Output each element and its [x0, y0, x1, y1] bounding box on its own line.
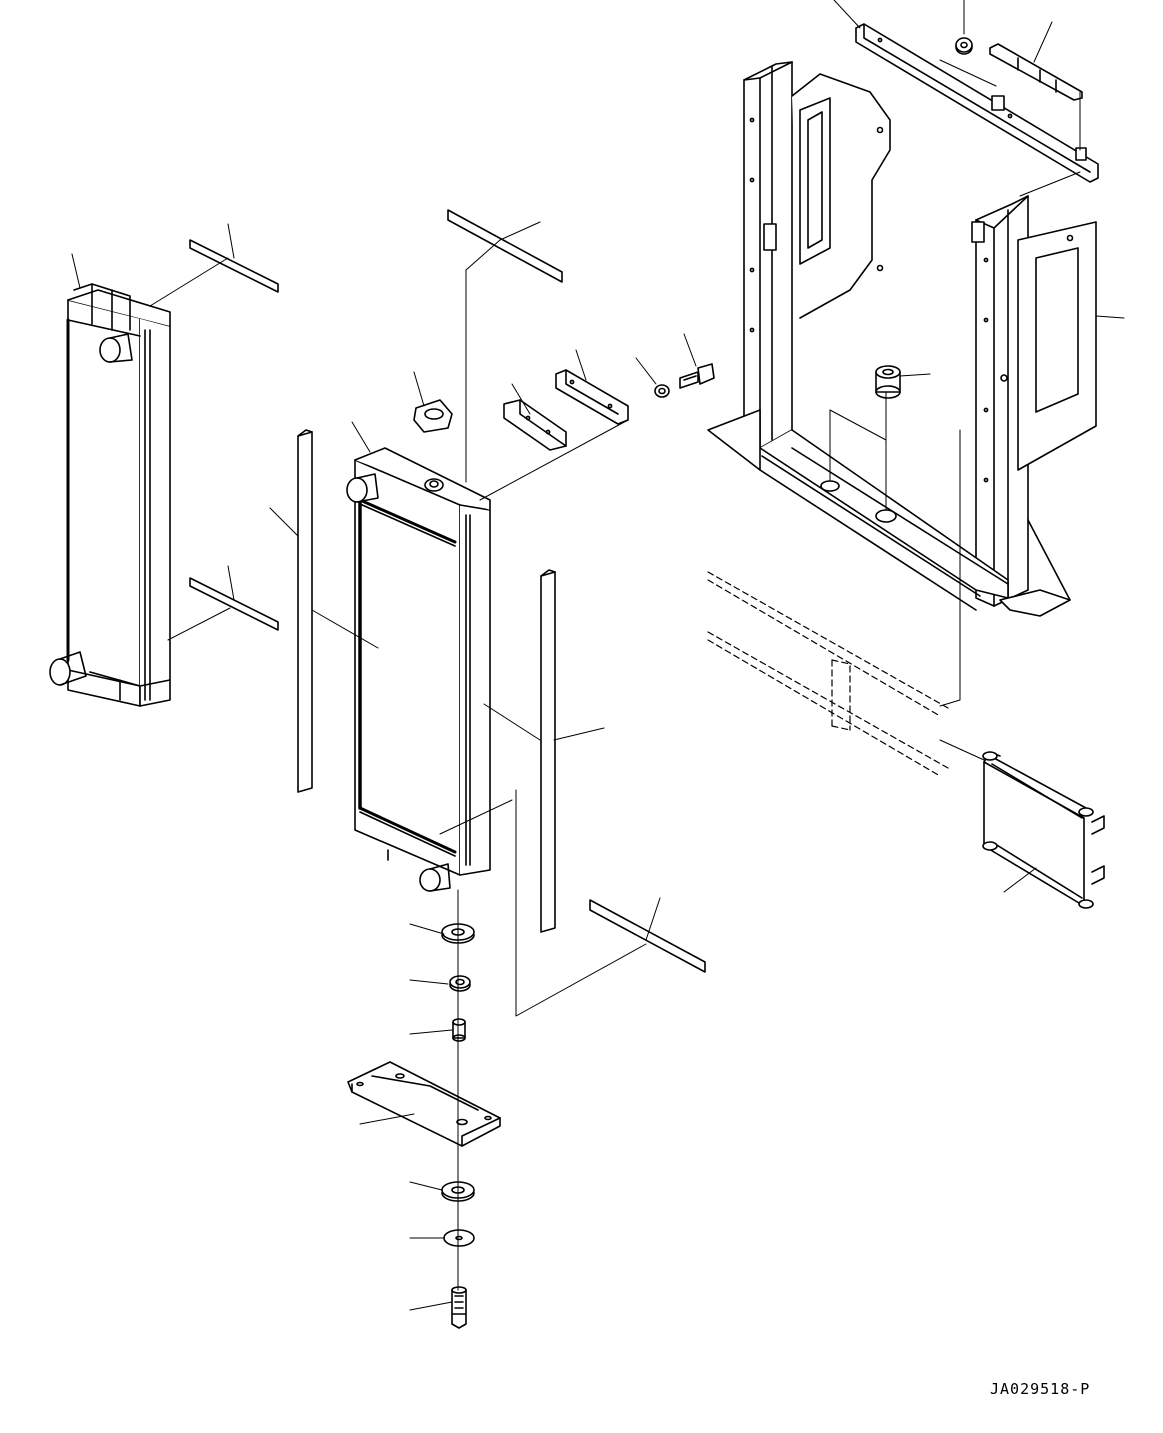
cap-flange	[413, 399, 453, 433]
mounting-bracket-small	[503, 399, 567, 451]
drawing-code: JA029518-P	[990, 1380, 1091, 1398]
lower-support-bracket	[347, 1061, 501, 1147]
grommet-top	[955, 37, 973, 55]
frame-top-bar	[855, 23, 1099, 183]
seal-strip-top-center	[447, 209, 563, 283]
rubber-mount	[875, 365, 901, 399]
radiator-frame	[707, 61, 1097, 617]
bolt-vertical	[451, 1286, 467, 1329]
seal-strip-vertical-left	[297, 429, 313, 793]
radiator-core	[346, 447, 491, 892]
mounting-bracket-angled	[555, 369, 629, 425]
nut	[449, 975, 471, 992]
phantom-brackets	[707, 571, 949, 777]
seal-strip-vertical-right	[540, 569, 556, 933]
condenser	[982, 751, 1105, 909]
seal-strip-mid-left	[189, 577, 279, 631]
bolt-horizontal	[679, 363, 715, 389]
leader-lines	[71, 0, 1125, 1311]
top-bracket-right	[989, 43, 1083, 101]
flat-washer	[443, 1229, 475, 1247]
washer-small	[654, 384, 670, 398]
aftercooler-left	[49, 283, 171, 707]
seal-strip-top-left	[189, 239, 279, 293]
spacer-sleeve	[452, 1018, 466, 1042]
